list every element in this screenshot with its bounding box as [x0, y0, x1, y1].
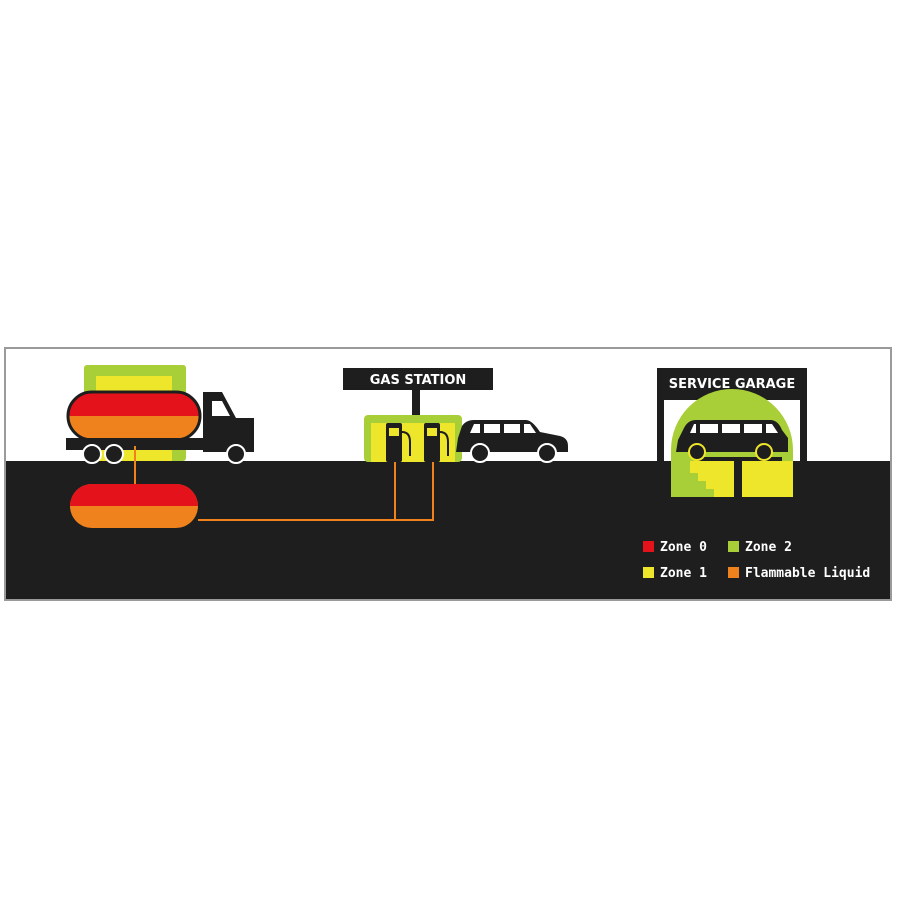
legend-label: Flammable Liquid: [745, 566, 870, 581]
legend-item-flammable-liquid: Flammable Liquid: [728, 566, 870, 581]
truck-wheel: [104, 444, 124, 464]
legend-item-zone-1: Zone 1: [643, 566, 707, 581]
legend-item-zone-2: Zone 2: [728, 540, 792, 555]
legend: Zone 0 Zone 2 Zone 1 Flammable Liquid: [643, 540, 870, 581]
pump-zone1-area: [371, 423, 455, 462]
car-lift-platform: [696, 457, 782, 461]
truck-wheel: [226, 444, 246, 464]
fuel-pump: [424, 423, 449, 462]
car-on-lift: [676, 420, 788, 461]
garage-wall-left: [657, 398, 664, 462]
legend-label: Zone 0: [660, 540, 707, 555]
service-garage: SERVICE GARAGE: [657, 368, 807, 497]
garage-wall-right: [800, 398, 807, 462]
truck-wheel: [82, 444, 102, 464]
garage-sign-text: SERVICE GARAGE: [669, 377, 795, 392]
car: [456, 420, 568, 463]
underground-tank: [70, 484, 198, 528]
car-lift-post: [734, 461, 742, 497]
gas-station: GAS STATION: [343, 368, 568, 463]
legend-swatch: [643, 567, 654, 578]
legend-swatch: [728, 541, 739, 552]
fuel-pump: [386, 423, 411, 462]
legend-label: Zone 1: [660, 566, 707, 581]
underground-fuel-system: [70, 425, 434, 528]
legend-swatch: [728, 567, 739, 578]
legend-swatch: [643, 541, 654, 552]
truck-tank: [66, 390, 202, 442]
truck-cab-window: [212, 401, 230, 416]
gas-station-sign: [343, 368, 493, 390]
legend-item-zone-0: Zone 0: [643, 540, 707, 555]
legend-label: Zone 2: [745, 540, 792, 555]
gas-station-sign-text: GAS STATION: [370, 373, 467, 388]
tanker-truck: [66, 365, 254, 464]
